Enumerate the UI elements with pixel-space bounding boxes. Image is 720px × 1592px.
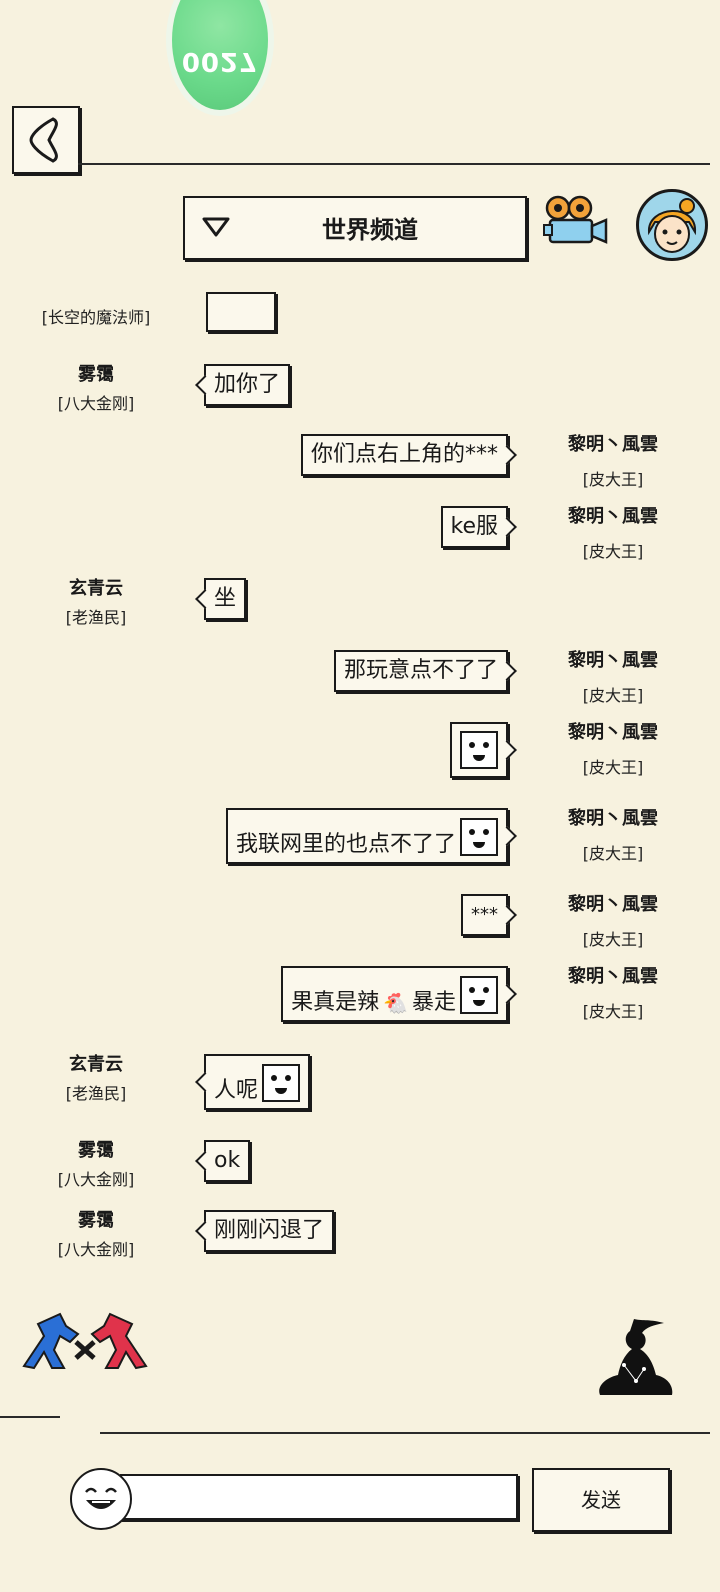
face-emoji-icon [262,1064,301,1102]
message-bubble: 人呢 [204,1054,311,1110]
message-sender-rank: [八大金刚] [57,1240,135,1259]
message-bubble [206,292,276,332]
message-bubble: 坐 [204,578,247,620]
composer-divider [100,1432,710,1434]
message-sender-rank: [皮大王] [582,844,644,863]
meditating-wizard-icon[interactable] [594,1315,678,1401]
message-sender-name: 黎明丶風雲 [568,808,658,829]
message-sender-rank: [老渔民] [65,608,127,627]
message-bubble: 你们点右上角的*** [300,434,508,476]
message-sender-rank: [皮大王] [582,686,644,705]
message-sender-rank: [老渔民] [65,1084,127,1103]
message-bubble: 我联网里的也点不了了 [225,808,508,864]
message-sender-rank: [皮大王] [582,930,644,949]
message-sender-rank: [皮大王] [582,470,644,489]
laughing-face-icon [85,1487,117,1509]
dropdown-triangle-icon [202,217,230,237]
message-text: 人呢 [214,1078,259,1103]
message-bubble: 刚刚闪退了 [204,1210,335,1252]
message-sender-name: 黎明丶風雲 [568,650,658,671]
message-sender-rank: [八大金刚] [57,1170,135,1189]
message-sender-name: 黎明丶風雲 [568,506,658,527]
chat-message-list[interactable]: [长空的魔法师] 雾霭 [八大金刚] 加你了 黎明丶風雲 [皮大王] 你们点右上… [0,290,720,1290]
message-text: ok [214,1148,241,1173]
team-battle-icon[interactable] [20,1306,150,1376]
message-text: 刚刚闪退了 [214,1218,325,1243]
level-badge-text: 0027 [181,46,259,76]
avatar-face-icon [647,198,697,253]
level-badge: 0027 [172,0,268,110]
message-sender-name: 玄青云 [69,1054,123,1075]
message-text: 你们点右上角的*** [310,442,498,467]
face-emoji-icon [460,818,498,856]
message-bubble: 那玩意点不了了 [333,650,508,692]
back-arrow-icon [29,117,58,163]
message-sender-rank: [八大金刚] [57,394,135,413]
emoji-button[interactable] [70,1468,132,1530]
message-sender-name: 雾霭 [78,1140,114,1161]
message-sender-name: 黎明丶風雲 [568,894,658,915]
message-sender-rank: [皮大王] [582,542,644,561]
channel-selector[interactable]: 世界频道 [183,196,527,260]
message-sender-rank: [长空的魔法师] [41,308,151,327]
header-divider [78,163,710,165]
message-text: 那玩意点不了了 [343,658,498,683]
message-sender-rank: [皮大王] [582,1002,644,1021]
message-sender-name: 雾霭 [78,364,114,385]
message-sender-name: 玄青云 [69,578,123,599]
message-sender-name: 黎明丶風雲 [568,722,658,743]
message-bubble [450,722,508,778]
send-button[interactable]: 发送 [532,1468,670,1532]
message-text: 暴走 [411,990,456,1015]
divider [0,1416,60,1418]
message-text: *** [471,904,498,925]
face-emoji-icon [460,731,498,769]
chat-input[interactable] [120,1474,518,1520]
channel-title: 世界频道 [322,216,418,244]
back-button[interactable] [12,106,80,174]
message-bubble: *** [461,894,508,936]
message-bubble: ke服 [440,506,508,548]
message-sender-name: 黎明丶風雲 [568,434,658,455]
message-text: 加你了 [214,372,281,397]
chicken-emoji-icon: 🐔 [383,991,408,1015]
message-bubble: 果真是辣 🐔 暴走 [281,966,508,1022]
message-sender-name: 雾霭 [78,1210,114,1231]
message-text: 我联网里的也点不了了 [235,832,456,857]
message-text: ke服 [450,514,499,539]
message-sender-rank: [皮大王] [582,758,644,777]
face-emoji-icon [460,976,498,1014]
message-bubble: 加你了 [204,364,291,406]
message-bubble: ok [204,1140,251,1182]
message-sender-name: 黎明丶風雲 [568,966,658,987]
message-text: 坐 [214,586,237,611]
message-text: 果真是辣 [291,990,380,1015]
video-camera-icon[interactable] [540,192,612,252]
user-avatar[interactable] [636,189,708,261]
